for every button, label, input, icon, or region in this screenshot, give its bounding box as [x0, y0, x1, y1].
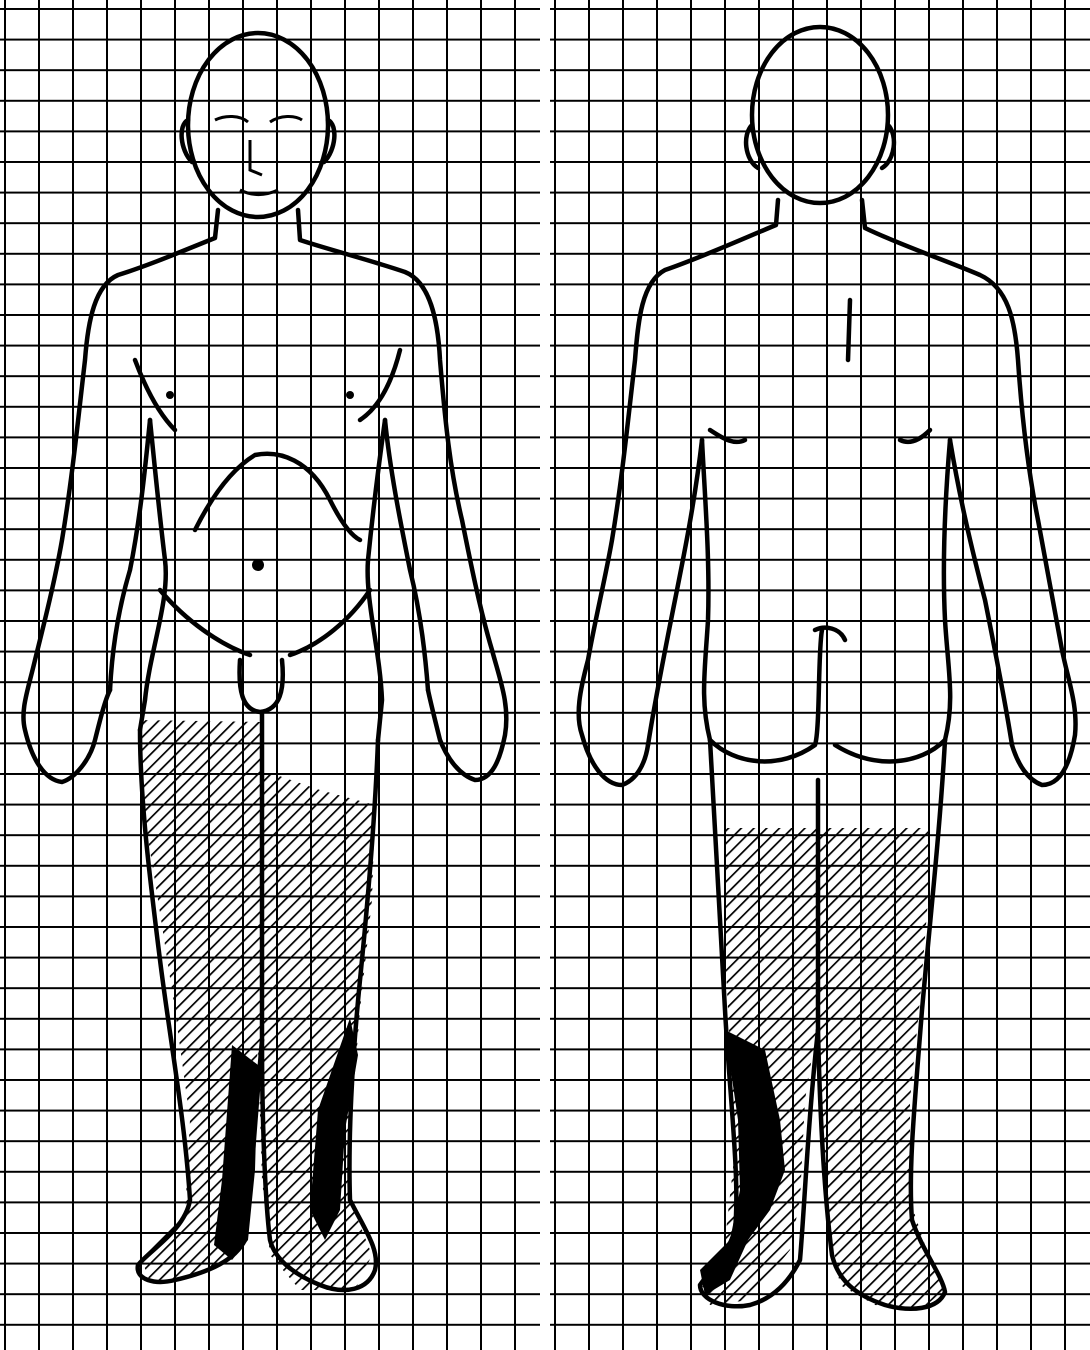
- front-navel-mark: [252, 559, 264, 571]
- front-grid-overlay: [0, 0, 540, 1350]
- panel-divider: [540, 0, 550, 1350]
- front-nipple-right: [166, 391, 174, 399]
- back-view-panel: [550, 0, 1090, 1350]
- front-nipple-left: [346, 391, 354, 399]
- front-view-panel: [0, 0, 540, 1350]
